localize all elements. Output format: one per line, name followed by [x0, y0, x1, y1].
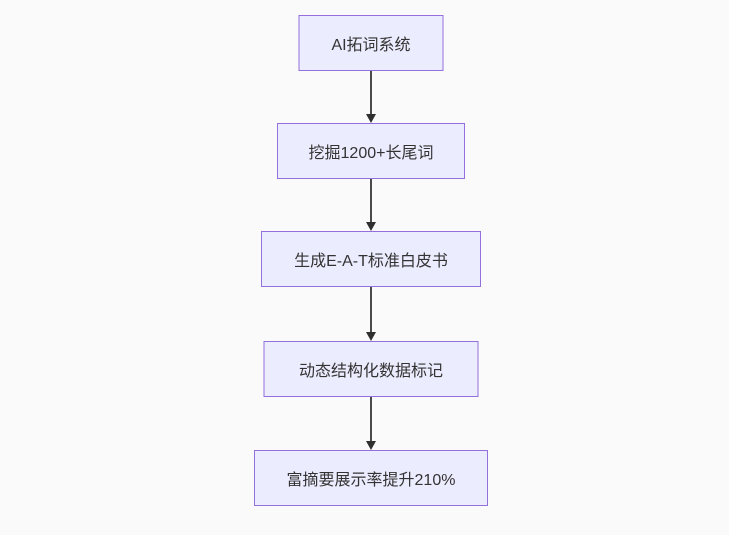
- flow-node-longtail-mining: 挖掘1200+长尾词: [277, 123, 465, 179]
- flow-node-rich-snippet-result: 富摘要展示率提升210%: [254, 450, 488, 506]
- arrow-head-icon: [366, 441, 376, 450]
- arrow-head-icon: [366, 114, 376, 123]
- flow-arrow-2: [366, 179, 376, 231]
- flow-node-structured-data-markup: 动态结构化数据标记: [263, 341, 479, 397]
- arrow-line: [370, 179, 372, 222]
- flow-arrow-3: [366, 287, 376, 341]
- flow-arrow-1: [366, 71, 376, 123]
- node-label: AI拓词系统: [331, 37, 411, 54]
- arrow-line: [370, 397, 372, 441]
- node-label: 富摘要展示率提升210%: [286, 472, 456, 489]
- arrow-head-icon: [366, 222, 376, 231]
- node-label: 生成E-A-T标准白皮书: [294, 253, 448, 270]
- node-label: 动态结构化数据标记: [298, 363, 443, 380]
- flow-node-ai-keyword-system: AI拓词系统: [298, 15, 444, 71]
- flow-arrow-4: [366, 397, 376, 450]
- arrow-line: [370, 287, 372, 332]
- node-label: 挖掘1200+长尾词: [308, 145, 434, 162]
- flow-node-eat-whitepaper: 生成E-A-T标准白皮书: [261, 231, 481, 287]
- arrow-head-icon: [366, 332, 376, 341]
- arrow-line: [370, 71, 372, 114]
